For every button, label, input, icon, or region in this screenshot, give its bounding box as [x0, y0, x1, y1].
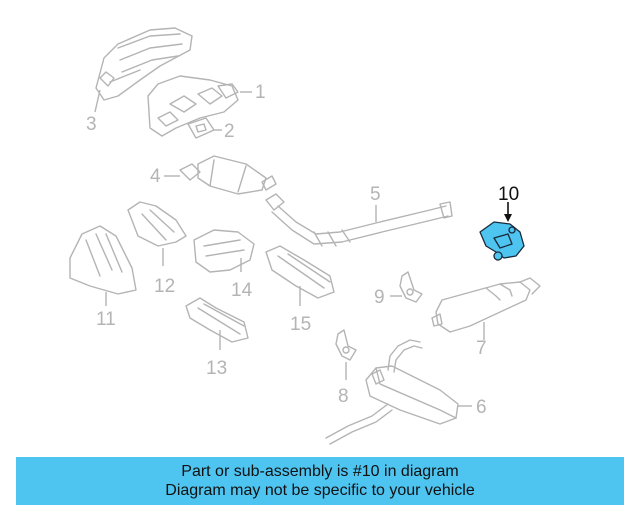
leader-3 — [94, 89, 101, 113]
part-9-hanger[interactable] — [399, 271, 423, 303]
part-8-hanger[interactable] — [335, 329, 357, 361]
part-11-heat-shield[interactable] — [69, 225, 137, 295]
part-7-rear-muffler[interactable] — [431, 277, 541, 333]
info-banner: Part or sub-assembly is #10 in diagram D… — [16, 457, 624, 505]
callout-14[interactable]: 14 — [231, 280, 253, 301]
callout-3[interactable]: 3 — [86, 114, 97, 135]
banner-part-note: Part or sub-assembly is #10 in diagram — [181, 463, 459, 480]
part-15-heat-shield[interactable] — [265, 245, 335, 299]
part-4-catalytic-converter[interactable] — [179, 155, 277, 195]
banner-disclaimer: Diagram may not be specific to your vehi… — [165, 482, 475, 499]
part-5-front-pipe[interactable] — [265, 193, 453, 247]
part-13-heat-shield[interactable] — [185, 297, 249, 343]
callout-1[interactable]: 1 — [255, 82, 266, 103]
leader-10-arrow — [504, 214, 512, 222]
callout-13[interactable]: 13 — [206, 358, 227, 379]
part-6-muffler[interactable] — [325, 339, 459, 445]
callout-9[interactable]: 9 — [374, 287, 385, 308]
part-14-heat-shield[interactable] — [193, 229, 255, 273]
exhaust-parts-diagram: 3 1 2 4 5 10 — [69, 27, 541, 445]
callout-15[interactable]: 15 — [290, 314, 311, 335]
callout-12[interactable]: 12 — [154, 276, 175, 297]
callout-6[interactable]: 6 — [476, 397, 487, 418]
callout-11[interactable]: 11 — [96, 309, 116, 330]
callout-8[interactable]: 8 — [338, 386, 349, 407]
callout-10[interactable]: 10 — [498, 184, 519, 205]
part-10-hanger-bracket[interactable] — [479, 221, 525, 261]
callout-2[interactable]: 2 — [224, 121, 235, 142]
part-1-exhaust-manifold[interactable] — [147, 75, 239, 137]
part-3-heat-shield[interactable] — [95, 27, 193, 101]
callout-4[interactable]: 4 — [150, 166, 161, 187]
callout-7[interactable]: 7 — [476, 338, 487, 359]
part-12-heat-shield[interactable] — [127, 201, 187, 247]
callout-5[interactable]: 5 — [370, 184, 381, 205]
